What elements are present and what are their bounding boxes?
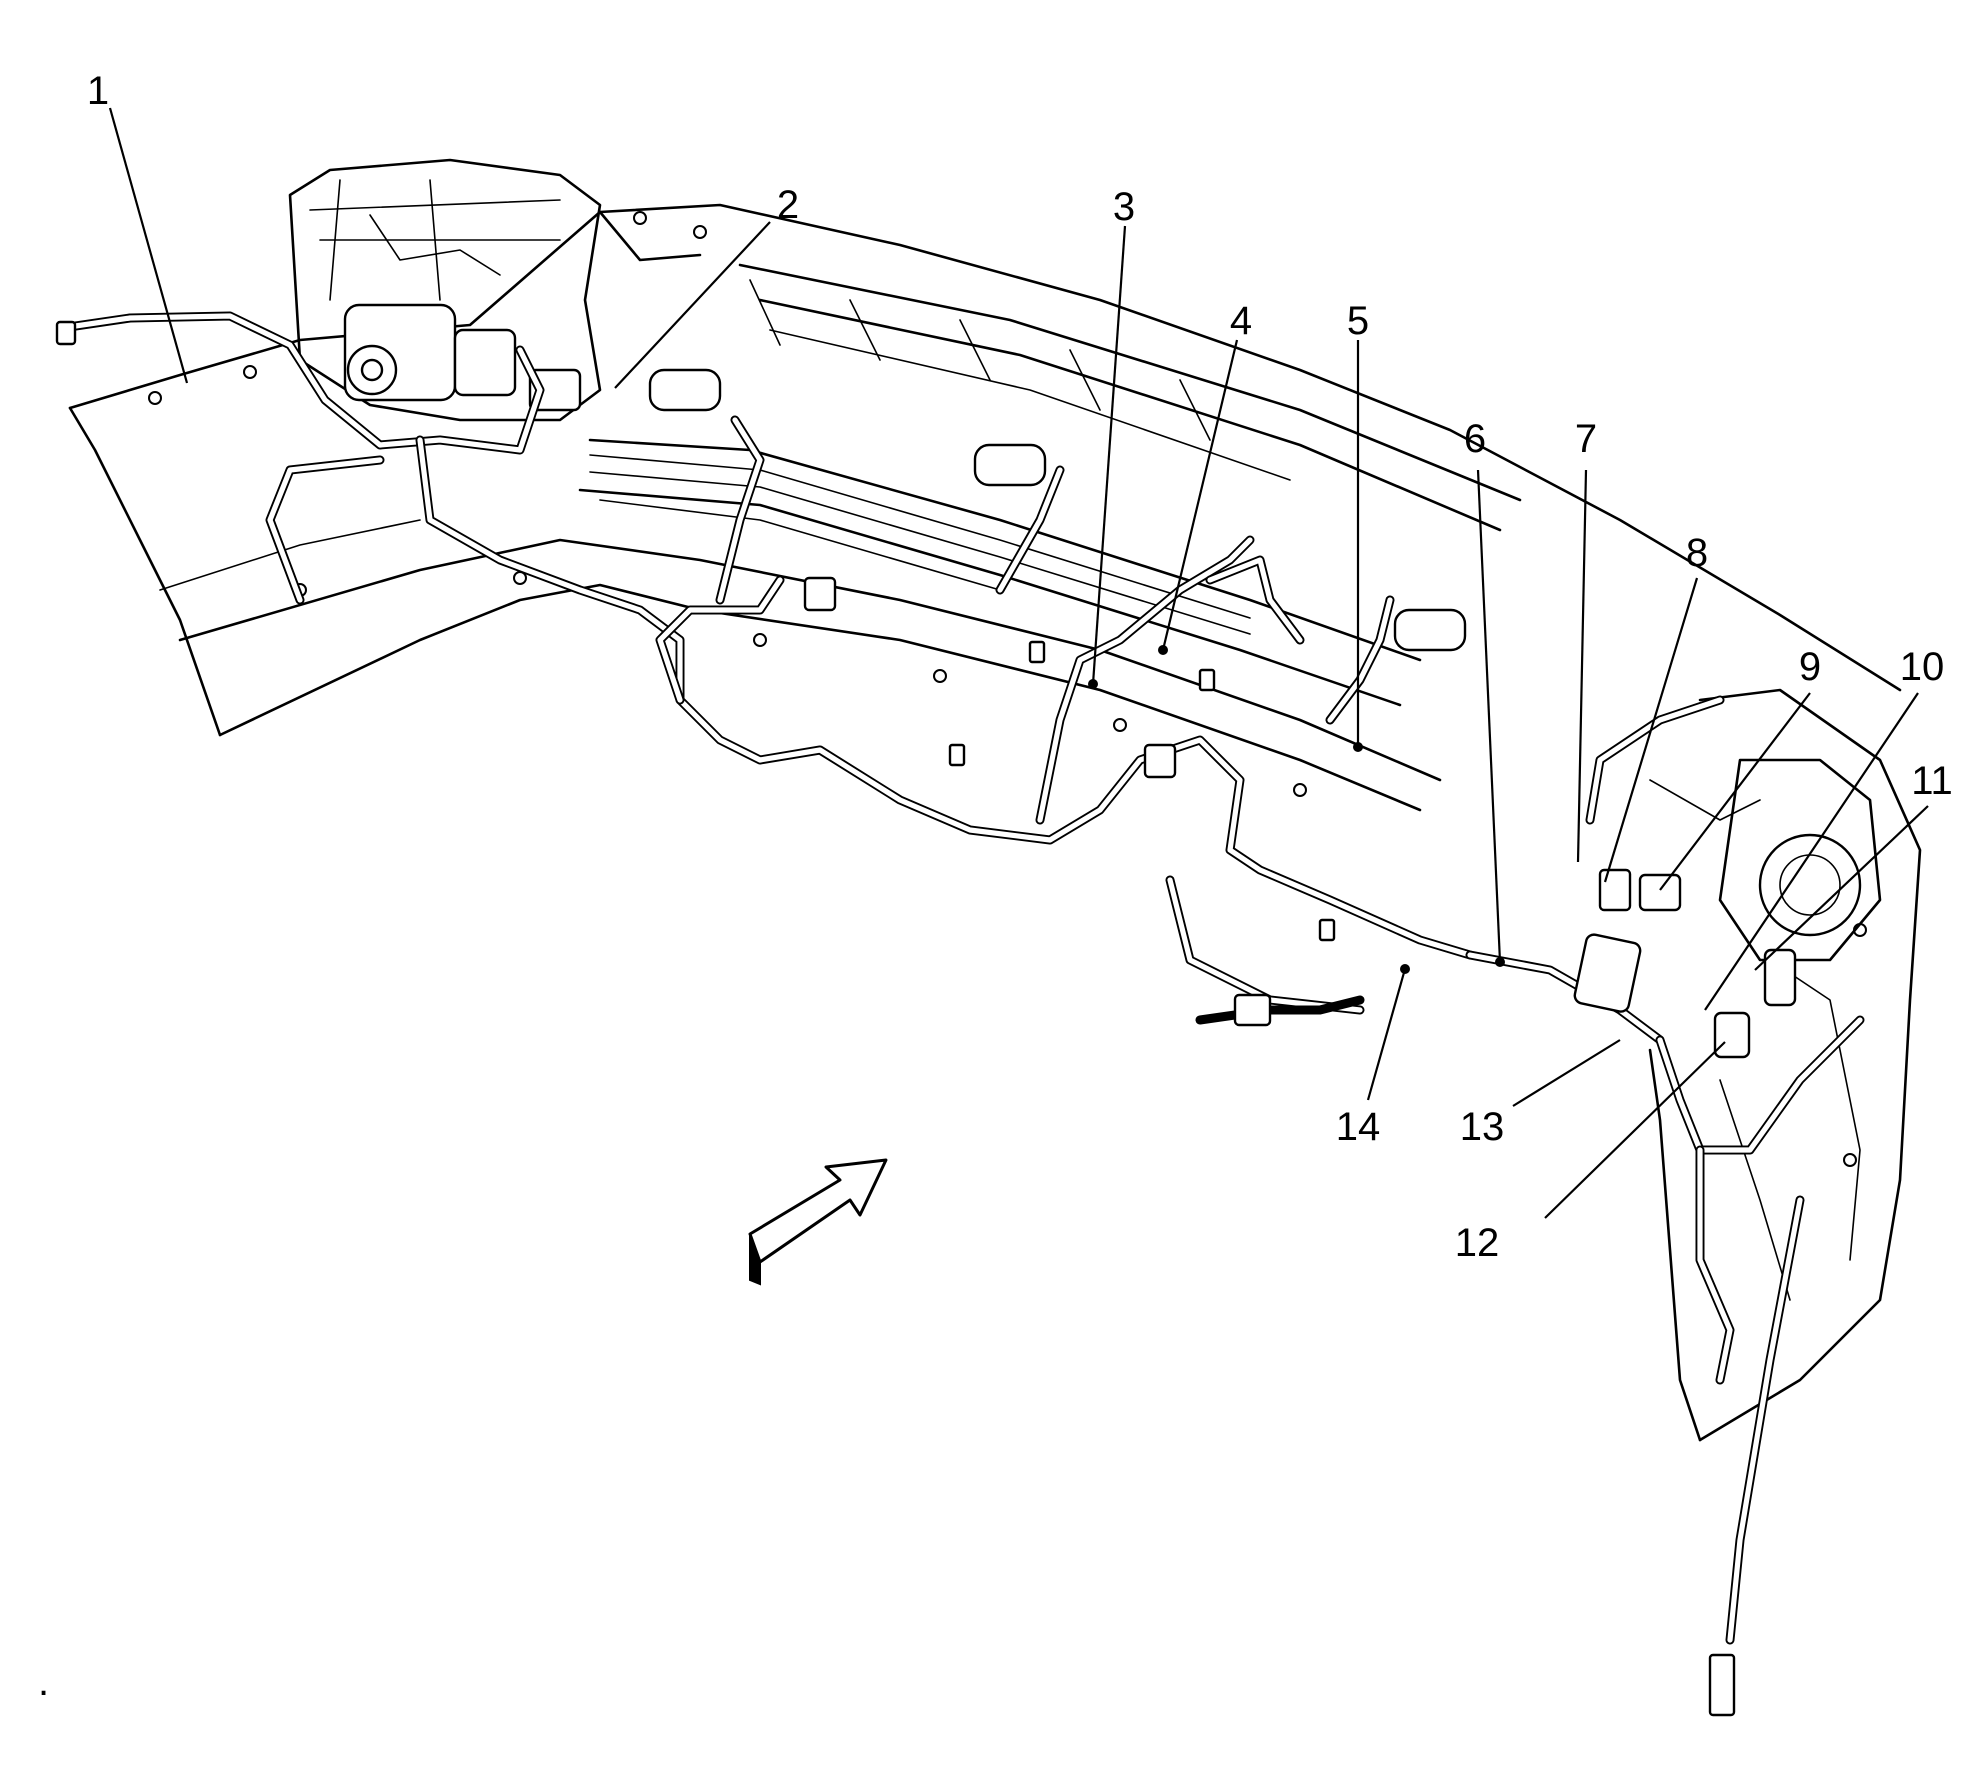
callout-4: 4 bbox=[1230, 299, 1252, 343]
footer-mark: . bbox=[38, 1660, 49, 1704]
harness-connectors bbox=[55, 320, 1797, 1717]
callout-10: 10 bbox=[1900, 645, 1945, 689]
callout-5: 5 bbox=[1347, 299, 1369, 343]
callout-1: 1 bbox=[87, 69, 109, 113]
callout-3: 3 bbox=[1113, 185, 1135, 229]
left-lamp-housing bbox=[288, 158, 602, 422]
callout-2: 2 bbox=[777, 183, 799, 227]
wiring-harness bbox=[57, 311, 1865, 1645]
callout-labels: 1 2 3 4 5 6 7 8 9 10 11 12 13 14 . bbox=[38, 69, 1953, 1704]
callout-8: 8 bbox=[1686, 531, 1708, 575]
callout-11: 11 bbox=[1911, 759, 1953, 803]
callout-leaders bbox=[108, 107, 1929, 1219]
callout-13: 13 bbox=[1460, 1105, 1505, 1149]
callout-9: 9 bbox=[1799, 645, 1821, 689]
callout-6: 6 bbox=[1464, 417, 1486, 461]
callout-14: 14 bbox=[1336, 1105, 1381, 1149]
callout-12: 12 bbox=[1455, 1221, 1500, 1265]
bumper-fascia bbox=[68, 203, 1922, 1442]
callout-7: 7 bbox=[1575, 417, 1597, 461]
right-lamp-housing bbox=[1649, 758, 1882, 962]
view-direction-arrow bbox=[748, 1158, 888, 1286]
